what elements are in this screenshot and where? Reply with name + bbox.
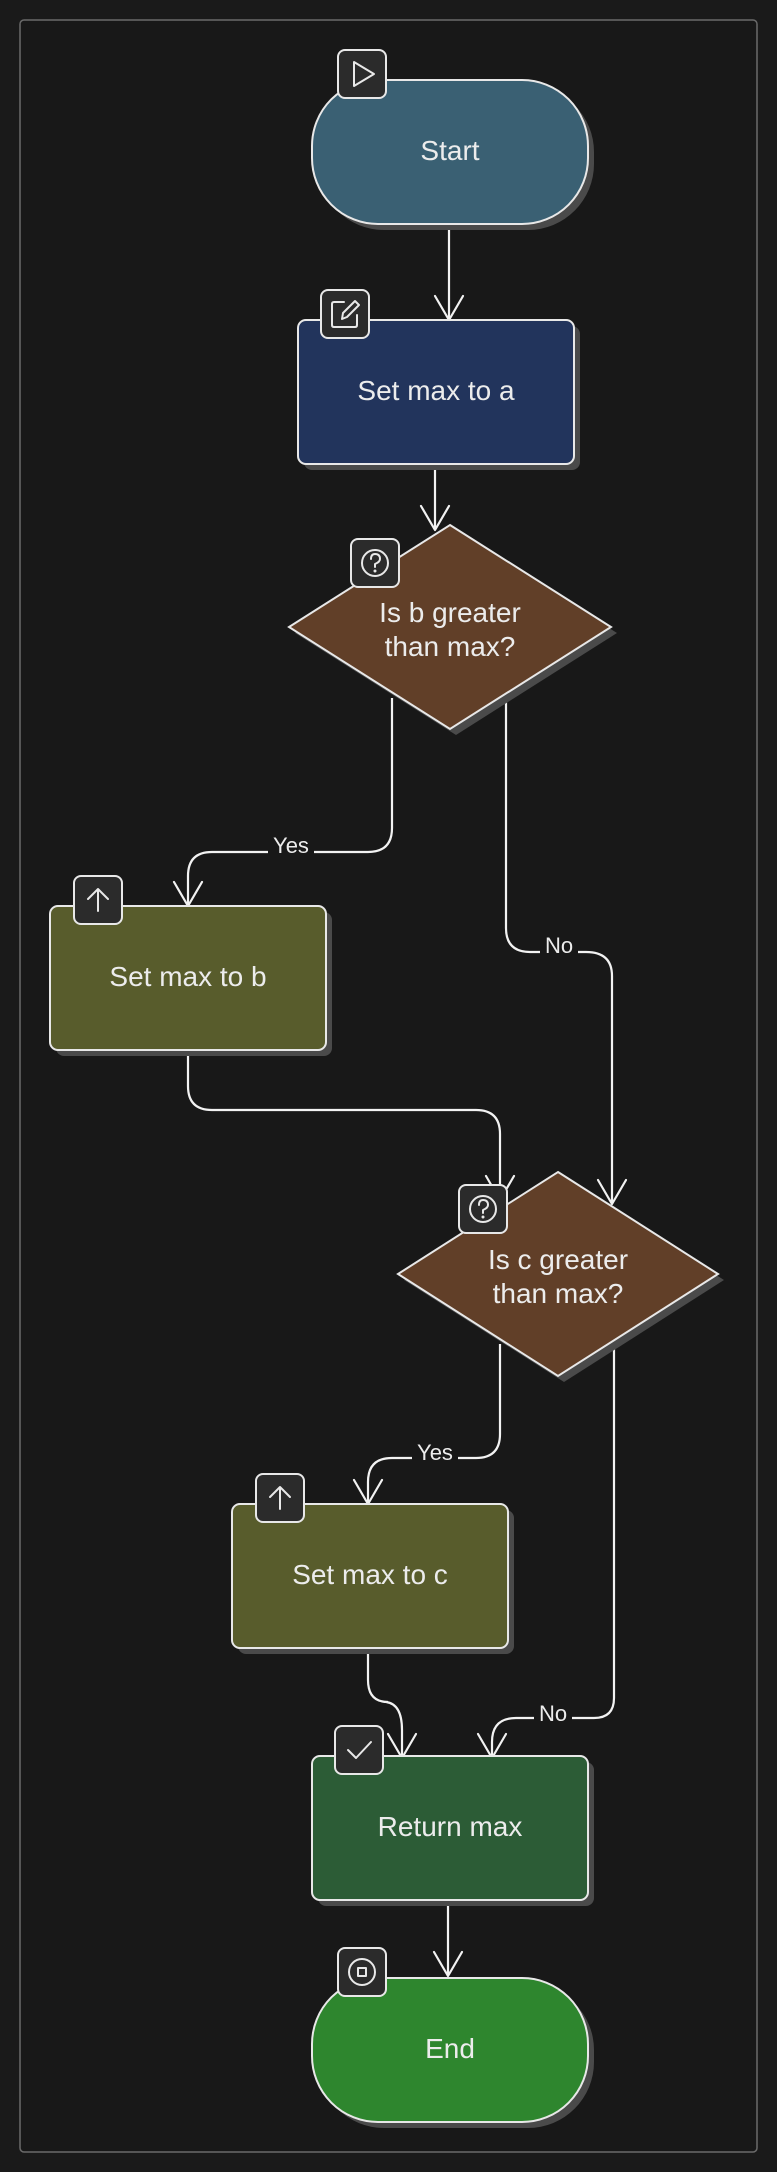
- node-label-line-1: Is b greater: [379, 597, 521, 628]
- arrow-up-icon: [255, 1473, 305, 1523]
- play-icon: [337, 49, 387, 99]
- node-end[interactable]: End: [311, 1947, 594, 2128]
- edge-set-b-to-check-c: [186, 1050, 502, 1198]
- arrow-head: [419, 504, 451, 532]
- check-icon: [334, 1725, 384, 1775]
- node-set-max-b[interactable]: Set max to b: [49, 875, 332, 1056]
- arrow-head: [596, 1178, 628, 1206]
- arrow-up-icon: [73, 875, 123, 925]
- node-check-b[interactable]: Is b greater than max?: [287, 523, 617, 735]
- process-box: [297, 319, 575, 465]
- node-label: Set max to c: [292, 1559, 448, 1590]
- stop-icon: [337, 1947, 387, 1997]
- edge-labels: Yes No Yes No: [268, 830, 578, 1726]
- node-set-max-c[interactable]: Set max to c: [231, 1473, 514, 1654]
- question-icon: [350, 538, 400, 588]
- node-check-c[interactable]: Is c greater than max?: [396, 1170, 724, 1382]
- arrow-head: [432, 1950, 464, 1978]
- end-terminator: [311, 1977, 589, 2123]
- node-label-line-2: than max?: [385, 631, 516, 662]
- node-label: Start: [420, 135, 479, 166]
- node-label-line-1: Is c greater: [488, 1244, 628, 1275]
- node-set-max-a[interactable]: Set max to a: [297, 289, 580, 470]
- node-label-line-2: than max?: [493, 1278, 624, 1309]
- question-icon: [458, 1184, 508, 1234]
- node-label: End: [425, 2033, 475, 2064]
- edge-label-c-no: No: [539, 1701, 567, 1726]
- edge-label-b-no: No: [545, 933, 573, 958]
- edit-icon: [320, 289, 370, 339]
- edge-label-b-yes: Yes: [273, 833, 309, 858]
- edge-label-c-yes: Yes: [417, 1440, 453, 1465]
- diagram-frame: [19, 19, 758, 2153]
- edge-set-c-to-return: [366, 1648, 404, 1756]
- node-start[interactable]: Start: [311, 49, 594, 230]
- node-return-max[interactable]: Return max: [311, 1725, 594, 1906]
- process-box: [311, 1755, 589, 1901]
- process-box: [49, 905, 327, 1051]
- node-label: Set max to a: [357, 375, 515, 406]
- node-label: Return max: [378, 1811, 523, 1842]
- node-label: Set max to b: [109, 961, 266, 992]
- process-box: [231, 1503, 509, 1649]
- start-terminator: [311, 79, 589, 225]
